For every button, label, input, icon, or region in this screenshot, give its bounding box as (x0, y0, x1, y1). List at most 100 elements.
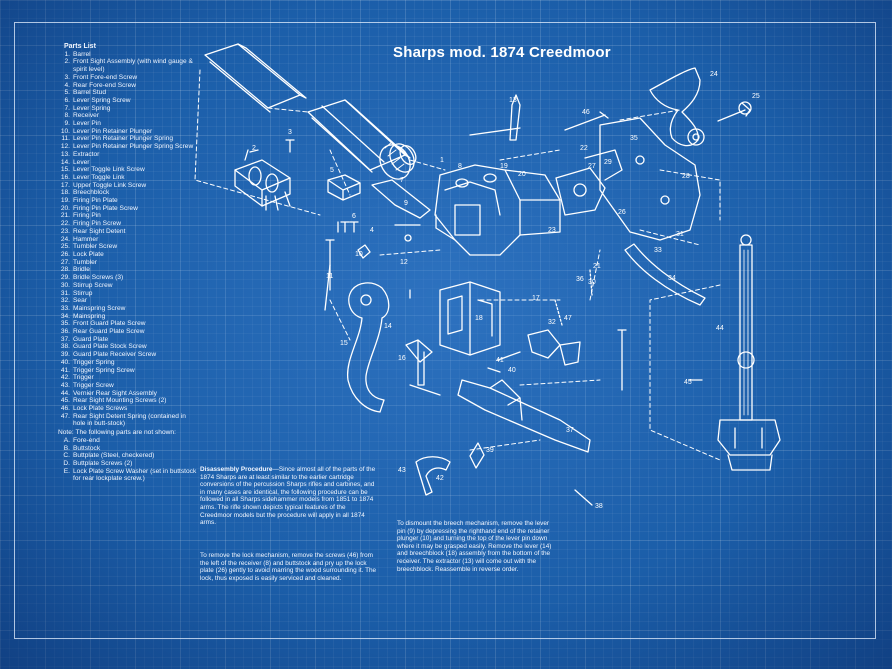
callout-30: 30 (588, 279, 596, 286)
parts-list-item: 9.Lever Pin (58, 120, 198, 128)
parts-list-label: Rear Guard Plate Screw (73, 328, 145, 336)
parts-list-number: 36. (60, 328, 70, 336)
parts-list-label: Bridle (73, 266, 90, 274)
parts-list-item: 33.Mainspring Screw (58, 305, 198, 313)
lever-spring-part (371, 179, 431, 219)
callout-9: 9 (404, 200, 408, 207)
parts-list-label: Trigger Spring Screw (73, 366, 135, 374)
callout-14: 14 (384, 323, 392, 330)
parts-list-number: 6. (64, 96, 71, 104)
parts-list-item: 35.Front Guard Plate Screw (58, 320, 198, 328)
parts-list-item: 31.Stirrup (58, 290, 198, 298)
parts-list-label: Stirrup (73, 289, 93, 297)
parts-list-item: 10.Lever Pin Retainer Plunger (58, 128, 198, 136)
parts-list-item: 41.Trigger Spring Screw (58, 367, 198, 375)
parts-list-item: 21.Firing Pin (58, 212, 198, 220)
lock-plate-screw-part (564, 111, 609, 131)
note-item: C.Buttplate (Steel, checkered) (58, 452, 198, 460)
parts-list-item: 29.Bridle Screws (3) (58, 274, 198, 282)
parts-list-item: 38.Guard Plate Stock Screw (58, 343, 198, 351)
parts-list-item: 8.Receiver (58, 112, 198, 120)
barrel-stud-part (327, 174, 361, 201)
parts-list-item: 4.Rear Fore-end Screw (58, 82, 198, 90)
callout-10: 10 (355, 251, 363, 258)
parts-list-number: 11. (61, 135, 70, 143)
parts-list-label: Lock Plate (73, 250, 104, 258)
callout-17: 17 (532, 295, 540, 302)
callout-42: 42 (436, 475, 444, 482)
parts-list-label: Sear (73, 297, 87, 305)
parts-list-label: Firing Pin Plate Screw (73, 204, 138, 212)
callout-19: 19 (500, 163, 508, 170)
callout-44: 44 (716, 325, 724, 332)
note-label: Buttstock (73, 444, 101, 452)
firing-pin-part (469, 127, 521, 136)
parts-list-number: 39. (60, 351, 70, 359)
plunger-part (357, 244, 371, 259)
parts-list-number: 9. (64, 120, 71, 128)
receiver-part (434, 164, 561, 256)
parts-list-number: 23. (60, 227, 70, 235)
parts-list-item: 18.Breechblock (58, 189, 198, 197)
parts-list-label: Front Fore-end Screw (73, 73, 138, 81)
hammer-part (649, 67, 705, 147)
parts-list-number: 44. (60, 389, 70, 397)
procedure-paragraph-1: Disassembly Procedure—Since almost all o… (200, 466, 378, 527)
parts-list-item: 26.Lock Plate (58, 251, 198, 259)
parts-list-item: 2.Front Sight Assembly (with wind gauge … (58, 58, 198, 73)
callout-1: 1 (440, 157, 444, 164)
parts-list-item: 1.Barrel (58, 51, 198, 59)
parts-list-number: 7. (64, 104, 71, 112)
parts-list-label: Trigger Screw (73, 381, 114, 389)
parts-list-label: Firing Pin Screw (73, 220, 122, 228)
vernier-rear-sight-part (717, 234, 781, 471)
trigger-spring-part (469, 442, 485, 469)
callout-41: 41 (496, 357, 504, 364)
note-letter: A. (63, 436, 70, 444)
callout-31: 31 (676, 231, 684, 238)
parts-list-item: 25.Tumbler Screw (58, 243, 198, 251)
note-item: D.Buttplate Screws (2) (58, 460, 198, 468)
callout-38: 38 (595, 503, 603, 510)
callout-26: 26 (618, 209, 626, 216)
callout-20: 20 (518, 171, 526, 178)
parts-list-item: 19.Firing Pin Plate (58, 197, 198, 205)
parts-list-number: 20. (60, 204, 70, 212)
callout-32: 32 (548, 319, 556, 326)
note-label: Lock Plate Screw Washer (set in buttstoc… (73, 467, 197, 483)
callout-6: 6 (352, 213, 356, 220)
parts-list-item: 14.Lever (58, 159, 198, 167)
parts-list-number: 15. (60, 166, 70, 174)
callout-5: 5 (330, 167, 334, 174)
note-letter: D. (63, 459, 70, 467)
barrel-screws (285, 139, 359, 233)
parts-list-label: Rear Fore-end Screw (73, 81, 137, 89)
callout-18: 18 (475, 315, 483, 322)
parts-list-number: 8. (64, 112, 71, 120)
parts-list-number: 26. (60, 250, 70, 258)
parts-list-number: 22. (60, 220, 70, 228)
parts-list-number: 12. (60, 143, 70, 151)
parts-list-number: 32. (60, 297, 70, 305)
callout-21: 21 (593, 263, 601, 270)
callout-3: 3 (288, 129, 292, 136)
front-sight-part (234, 149, 291, 211)
parts-list-number: 47. (60, 412, 70, 420)
callout-11: 11 (326, 273, 333, 280)
parts-list-item: 32.Sear (58, 297, 198, 305)
parts-list-number: 38. (60, 343, 70, 351)
alignment-lines (194, 69, 721, 461)
tumbler-bridle-part (555, 149, 623, 216)
callout-25: 25 (752, 93, 760, 100)
parts-list-number: 45. (60, 397, 70, 405)
parts-list-label: Barrel Stud (73, 89, 106, 97)
procedure-paragraph-2: To remove the lock mechanism, remove the… (200, 552, 377, 582)
callout-35: 35 (630, 135, 638, 142)
parts-list-number: 46. (60, 405, 70, 413)
callout-7: 7 (400, 177, 404, 184)
parts-list-number: 30. (60, 281, 70, 289)
parts-list-label: Stirrup Screw (73, 281, 113, 289)
